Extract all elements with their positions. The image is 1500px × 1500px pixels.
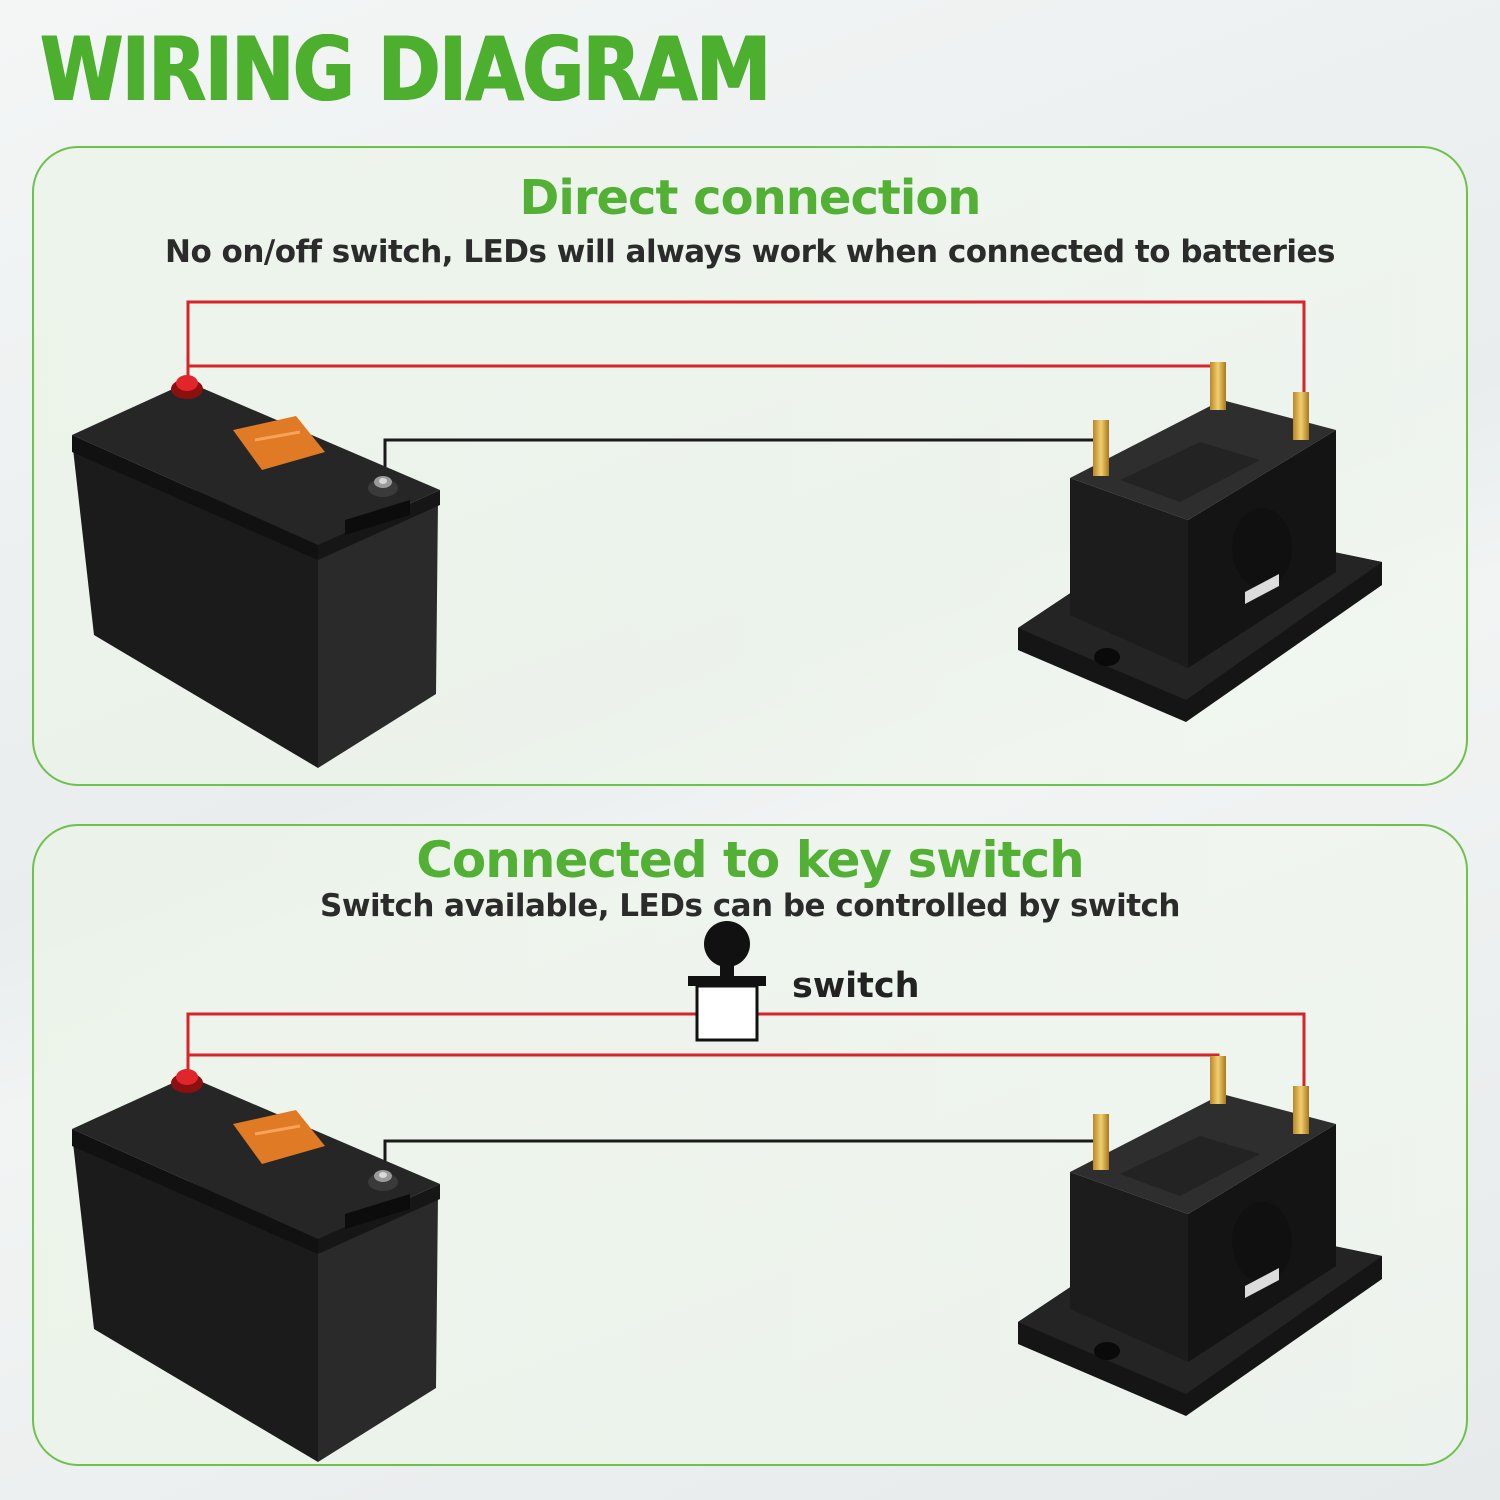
switch-label: switch [792, 966, 920, 1006]
main-title: WIRING DIAGRAM [40, 18, 771, 121]
key-switch-wiring [70, 921, 1382, 1464]
key-switch-icon [688, 921, 766, 1042]
direct-wiring [70, 300, 1382, 770]
section-subtitle: No on/off switch, LEDs will always work … [165, 234, 1336, 270]
negative-wire [383, 438, 1098, 478]
meter-device-icon [1018, 1056, 1382, 1416]
positive-wire [186, 1012, 696, 1075]
positive-wire [188, 364, 1220, 368]
section-subtitle: Switch available, LEDs can be controlled… [320, 888, 1180, 924]
positive-wire [188, 1053, 1220, 1064]
section-title: Direct connection [519, 170, 982, 226]
positive-wire [757, 1012, 1306, 1095]
positive-wire [186, 300, 1306, 395]
section-title: Connected to key switch [416, 831, 1085, 889]
battery-icon [70, 1067, 442, 1464]
battery-icon [70, 373, 442, 770]
meter-device-icon [1018, 362, 1382, 722]
negative-wire [383, 1139, 1098, 1172]
